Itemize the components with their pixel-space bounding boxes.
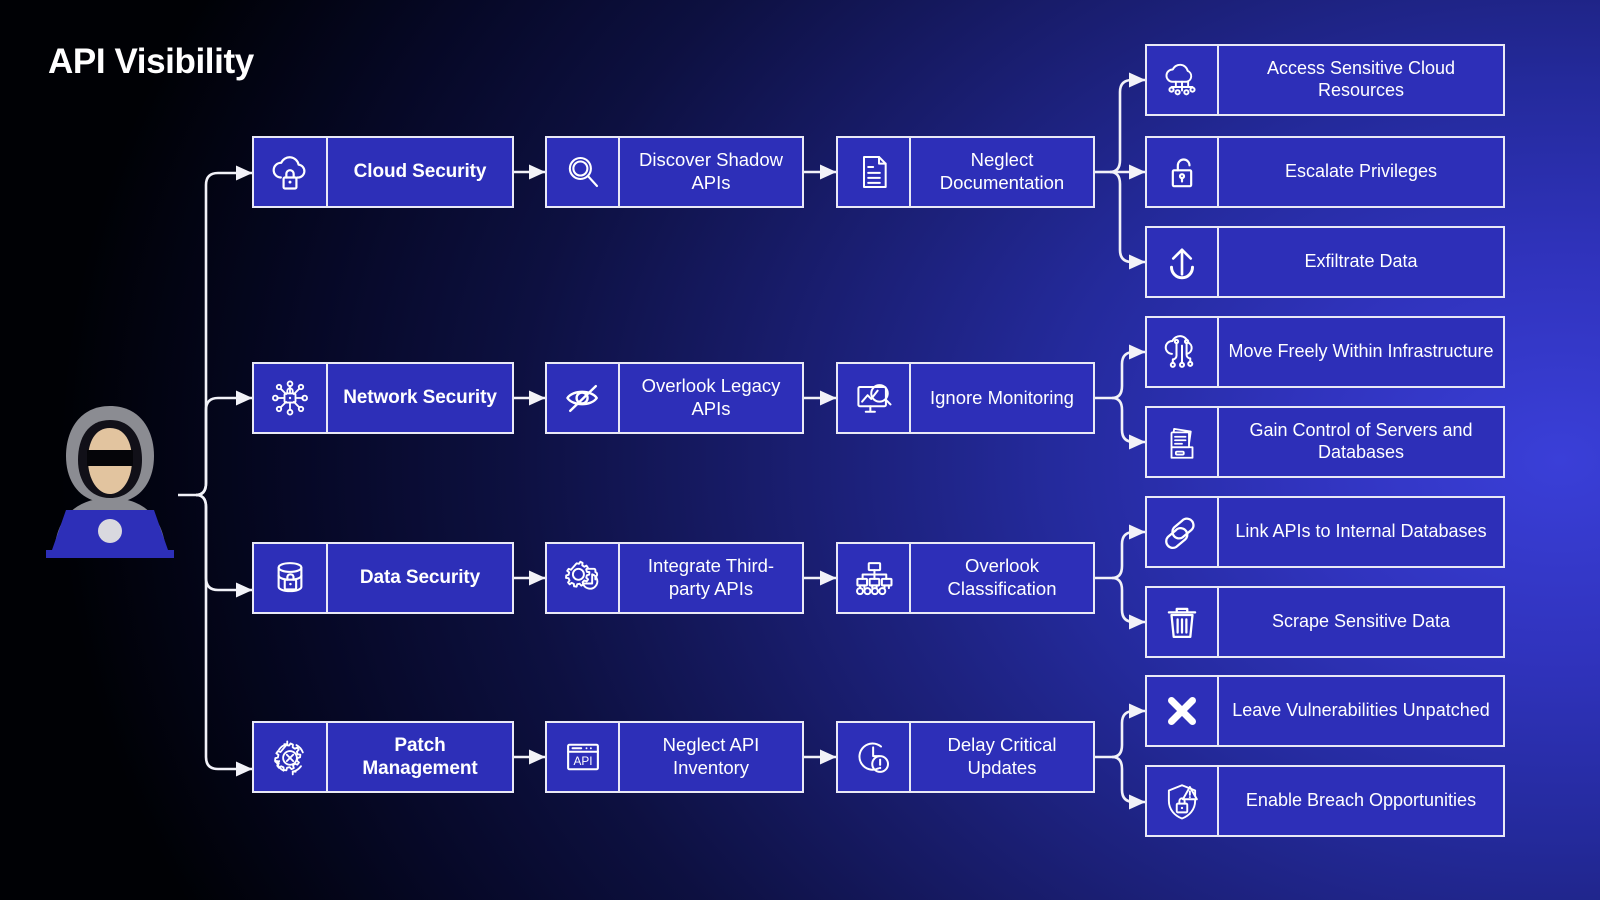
category-node-network-security[interactable]: Network Security [252,362,514,434]
cloud-lock-icon [254,138,328,206]
hacker-illustration [46,406,174,558]
outcome-label: Scrape Sensitive Data [1271,611,1451,632]
magnifier-icon [547,138,620,206]
outcome-node-link-apis-to-internal-databases[interactable]: Link APIs to Internal Databases [1145,496,1505,568]
step-node-discover-shadow-apis[interactable]: Discover Shadow APIs [545,136,804,208]
chain-link-icon [1147,498,1219,566]
step-node-overlook-classification[interactable]: Overlook Classification [836,542,1095,614]
outcome-label: Exfiltrate Data [1304,251,1418,272]
outcome-node-leave-vulnerabilities-unpatched[interactable]: Leave Vulnerabilities Unpatched [1145,675,1505,747]
category-label: Patch Management [362,734,478,779]
unlock-icon [1147,138,1219,206]
svg-text:API: API [573,754,592,768]
category-label: Data Security [359,567,481,589]
outcome-label: Escalate Privileges [1284,161,1438,182]
monitor-chart-magnifier-icon [838,364,911,432]
outcome-node-gain-control-of-servers-and-databases[interactable]: Gain Control of Servers and Databases [1145,406,1505,478]
upload-icon [1147,228,1219,296]
step-node-ignore-monitoring[interactable]: Ignore Monitoring [836,362,1095,434]
step-label: Neglect Documentation [939,149,1065,193]
x-mark-icon [1147,677,1219,745]
outcome-node-move-freely-within-infrastructure[interactable]: Move Freely Within Infrastructure [1145,316,1505,388]
trash-can-icon [1147,588,1219,656]
category-label: Network Security [343,387,497,409]
step-node-neglect-documentation[interactable]: Neglect Documentation [836,136,1095,208]
step-label: Overlook Legacy APIs [641,375,781,419]
outcome-label: Enable Breach Opportunities [1245,790,1477,811]
category-label: Cloud Security [353,161,487,183]
step-node-delay-critical-updates[interactable]: Delay Critical Updates [836,721,1095,793]
page-title: API Visibility [48,42,254,81]
outcome-label: Leave Vulnerabilities Unpatched [1232,700,1490,721]
cloud-circuit-icon [1147,318,1219,386]
step-node-neglect-api-inventory[interactable]: API Neglect API Inventory [545,721,804,793]
step-label: Discover Shadow APIs [639,149,783,193]
server-documents-icon [1147,408,1219,476]
database-lock-icon [254,544,328,612]
network-lock-icon [254,364,328,432]
step-label: Delay Critical Updates [947,734,1057,778]
eye-off-icon [547,364,620,432]
outcome-node-enable-breach-opportunities[interactable]: Enable Breach Opportunities [1145,765,1505,837]
outcome-node-scrape-sensitive-data[interactable]: Scrape Sensitive Data [1145,586,1505,658]
category-node-cloud-security[interactable]: Cloud Security [252,136,514,208]
document-icon [838,138,911,206]
step-label: Ignore Monitoring [930,386,1074,408]
outcome-node-exfiltrate-data[interactable]: Exfiltrate Data [1145,226,1505,298]
outcome-label: Link APIs to Internal Databases [1235,521,1487,542]
clock-alert-icon [838,723,911,791]
gears-puzzle-icon [547,544,620,612]
step-node-overlook-legacy-apis[interactable]: Overlook Legacy APIs [545,362,804,434]
outcome-label: Gain Control of Servers and Databases [1249,420,1473,462]
outcome-label: Move Freely Within Infrastructure [1228,341,1494,362]
category-node-patch-management[interactable]: Patch Management [252,721,514,793]
cloud-network-icon [1147,46,1219,114]
step-label: Overlook Classification [947,555,1057,599]
outcome-node-escalate-privileges[interactable]: Escalate Privileges [1145,136,1505,208]
hierarchy-icon [838,544,911,612]
step-label: Neglect API Inventory [662,734,760,778]
api-window-icon: API [547,723,620,791]
gear-refresh-icon [254,723,328,791]
step-label: Integrate Third-party APIs [647,555,775,599]
step-node-integrate-third-party-apis[interactable]: Integrate Third-party APIs [545,542,804,614]
shield-lock-warning-icon [1147,767,1219,835]
outcome-node-access-sensitive-cloud-resources[interactable]: Access Sensitive Cloud Resources [1145,44,1505,116]
category-node-data-security[interactable]: Data Security [252,542,514,614]
outcome-label: Access Sensitive Cloud Resources [1266,58,1456,100]
